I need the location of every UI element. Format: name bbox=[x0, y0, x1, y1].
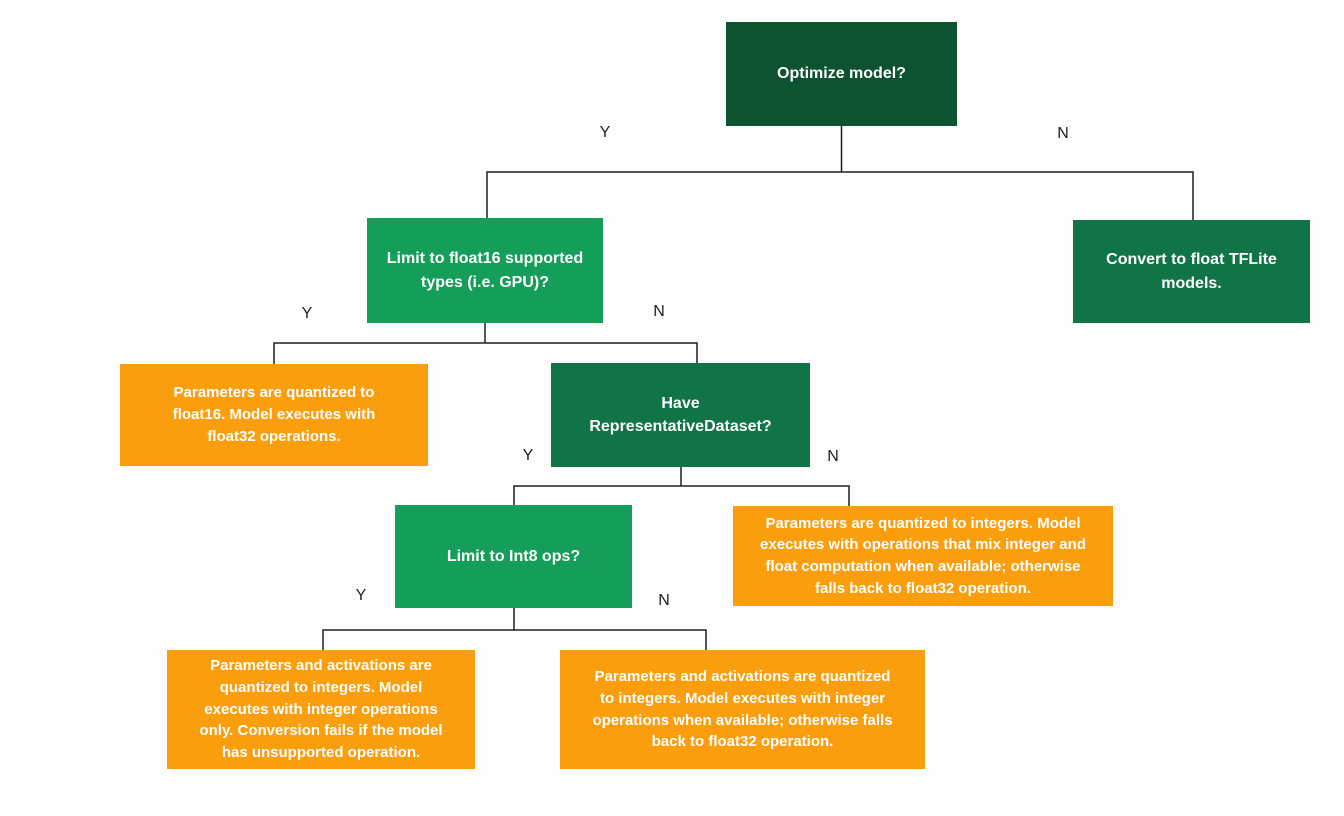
decision-box-representative-dataset: Have RepresentativeDataset? bbox=[551, 363, 810, 467]
result-label: Parameters and activations are quantized… bbox=[199, 657, 443, 762]
decision-label: Have RepresentativeDataset? bbox=[589, 394, 772, 435]
connector-optimize-branches bbox=[486, 126, 1194, 220]
connector-repdataset-branches bbox=[513, 467, 850, 506]
result-box-quantized-integer-fallback: Parameters and activations are quantized… bbox=[560, 650, 925, 769]
decision-label: Limit to Int8 ops? bbox=[446, 547, 581, 565]
result-box-quantized-mixed-ops: Parameters are quantized to integers. Mo… bbox=[733, 506, 1113, 606]
branch-label-repdataset-yes: Y bbox=[522, 447, 534, 464]
decision-box-limit-int8: Limit to Int8 ops? bbox=[395, 505, 632, 608]
result-label: Parameters are quantized to integers. Mo… bbox=[760, 514, 1086, 597]
branch-label-optimize-no: N bbox=[1057, 125, 1069, 142]
result-box-quantized-integer-only: Parameters and activations are quantized… bbox=[167, 650, 475, 769]
branch-label-int8-yes: Y bbox=[355, 587, 367, 604]
branch-label-optimize-yes: Y bbox=[599, 124, 611, 141]
decision-label: Optimize model? bbox=[777, 65, 906, 83]
connector-float16-branches bbox=[273, 323, 698, 364]
connector-int8-branches bbox=[322, 608, 707, 650]
result-box-convert-float-tflite: Convert to float TFLite models. bbox=[1073, 220, 1310, 323]
branch-label-float16-no: N bbox=[653, 303, 665, 320]
result-label: Parameters are quantized to float16. Mod… bbox=[172, 384, 376, 445]
decision-label: Limit to float16 supported types (i.e. G… bbox=[386, 250, 584, 291]
result-label: Parameters and activations are quantized… bbox=[592, 668, 893, 751]
branch-label-repdataset-no: N bbox=[827, 448, 839, 465]
result-label: Convert to float TFLite models. bbox=[1106, 251, 1277, 292]
decision-box-limit-float16: Limit to float16 supported types (i.e. G… bbox=[367, 218, 603, 323]
branch-label-int8-no: N bbox=[658, 592, 670, 609]
decision-box-optimize-model: Optimize model? bbox=[726, 22, 957, 126]
result-box-quantized-float16: Parameters are quantized to float16. Mod… bbox=[120, 364, 428, 466]
branch-label-float16-yes: Y bbox=[301, 305, 313, 322]
